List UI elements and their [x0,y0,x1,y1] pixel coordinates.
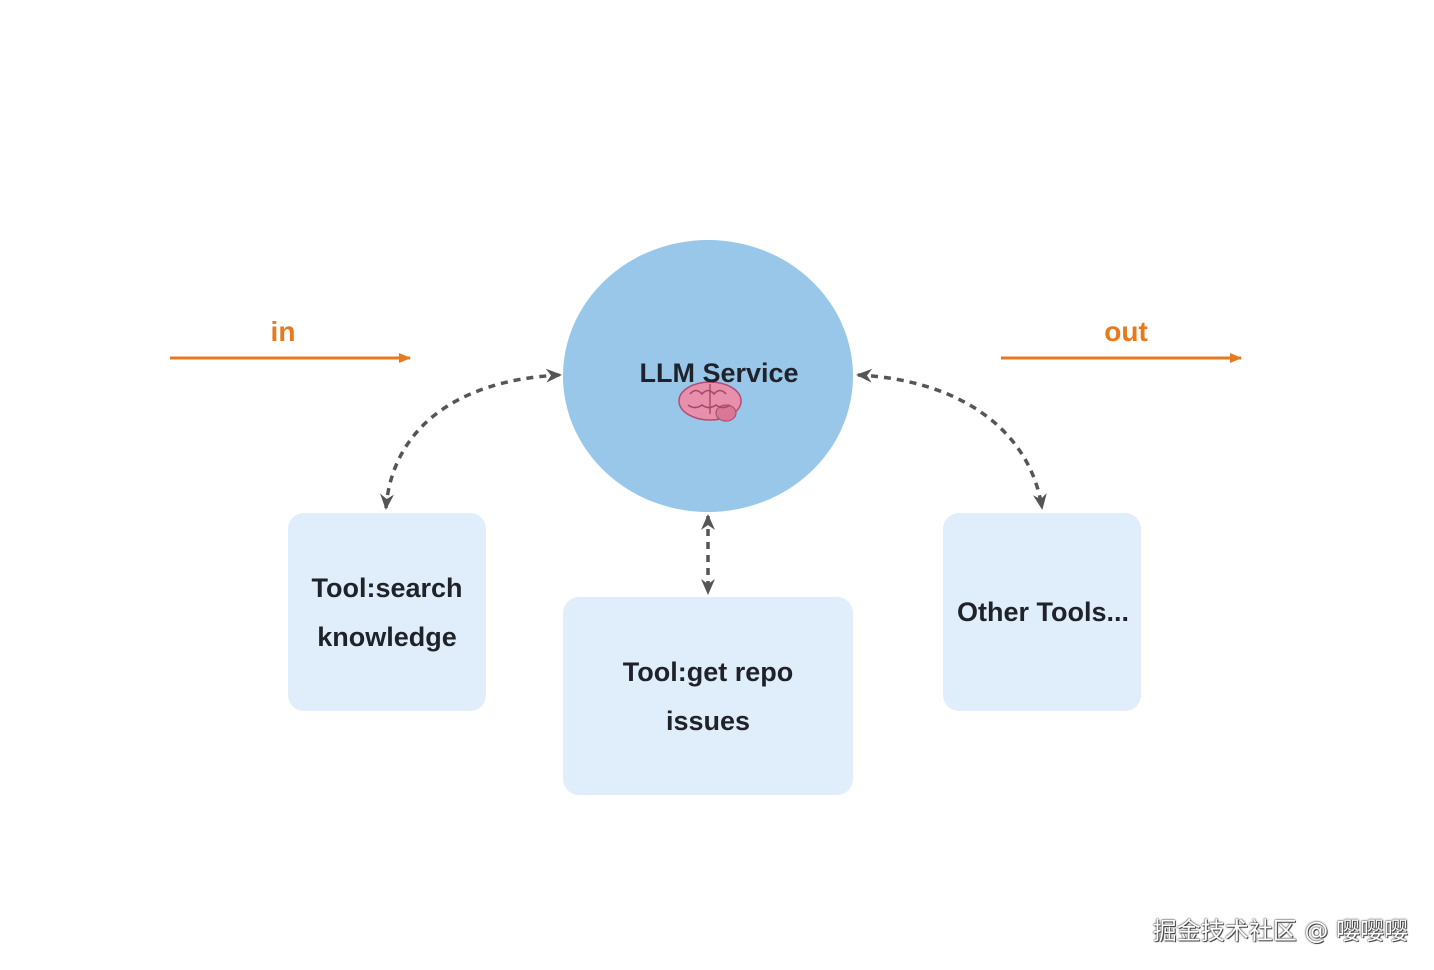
tool-get-repo-issues-node: Tool:get repo issues [563,597,853,795]
tool-other-tools-node: Other Tools... [943,513,1141,711]
tool-other-tools-label: Other Tools... [957,597,1129,627]
tool-search-knowledge-node: Tool:search knowledge [288,513,486,711]
tool-search-knowledge-box [288,513,486,711]
watermark: 掘金技术社区 @ 嘤嘤嘤 [1152,917,1408,945]
output-label: out [1104,316,1148,347]
brain-icon [678,381,742,422]
tool-get-repo-issues-box [563,597,853,795]
connector-search-knowledge [380,368,562,510]
llm-service-node: LLM Service [563,240,853,512]
tool-other-tools-box [943,513,1141,711]
tool-get-repo-issues-label-line1: Tool:get repo [623,657,793,687]
input-flow: in [170,316,411,363]
input-label: in [271,316,296,347]
tool-get-repo-issues-label-line2: issues [666,706,750,736]
output-flow: out [1001,316,1242,363]
tool-search-knowledge-label-line2: knowledge [317,622,457,652]
llm-service-label: LLM Service [639,358,798,388]
tool-search-knowledge-label-line1: Tool:search [311,573,462,603]
llm-service-circle [563,240,853,512]
connector-other-tools [856,368,1047,510]
